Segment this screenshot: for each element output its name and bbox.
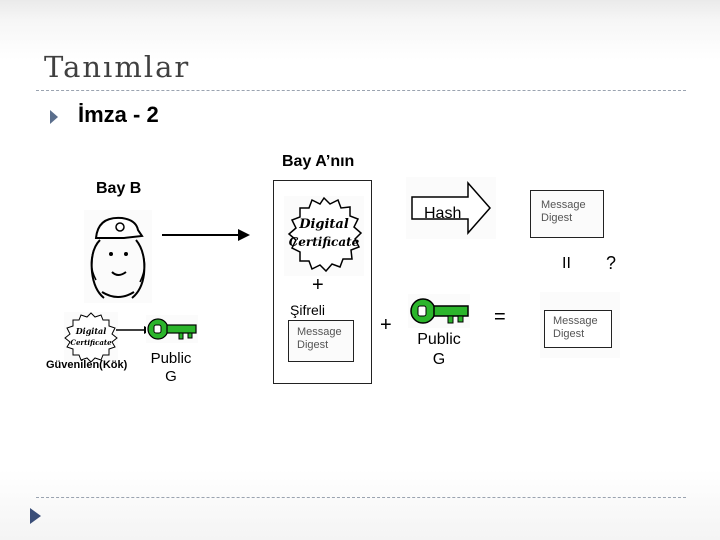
- message-digest-enc-label: Message Digest: [297, 326, 342, 351]
- title-divider: [36, 90, 686, 91]
- bullet-arrow-icon: [50, 110, 58, 124]
- plus-top-label: +: [312, 274, 324, 296]
- small-key-icon: [146, 315, 198, 343]
- small-certificate-line2: Certificate: [70, 338, 112, 347]
- equals-vertical-label: II: [562, 255, 571, 272]
- plus-mid-label: +: [380, 314, 392, 336]
- sifreli-label: Şifreli: [290, 302, 326, 318]
- bay-a-label: Bay A’nın: [282, 153, 355, 170]
- small-certificate-line1: Digital: [75, 326, 107, 336]
- public-mid-label: Public G: [417, 331, 461, 368]
- slide-title: Tanımlar: [44, 50, 191, 84]
- message-digest-top-box: Message Digest: [530, 190, 604, 238]
- hash-arrow-icon: [406, 177, 496, 239]
- nav-arrow-icon[interactable]: [30, 508, 41, 524]
- certificate-line2: Certificate: [289, 235, 360, 249]
- hash-label: Hash: [424, 205, 462, 222]
- guvenilen-label: Güvenilen(Kök): [46, 359, 128, 371]
- message-digest-result-area: Message Digest: [540, 292, 620, 358]
- question-label: ?: [606, 253, 617, 273]
- message-digest-result-box: Message Digest: [544, 310, 612, 348]
- certificate-line1: Digital: [298, 217, 349, 232]
- small-certificate-seal-icon: Digital Certificate: [64, 312, 118, 363]
- message-digest-top-label: Message Digest: [541, 199, 586, 224]
- equals-label: =: [494, 306, 506, 328]
- message-digest-enc-box: Message Digest: [288, 320, 354, 362]
- message-digest-result-label: Message Digest: [553, 315, 598, 340]
- long-arrow-icon: [162, 226, 250, 244]
- bay-b-label: Bay B: [96, 180, 142, 197]
- key-icon: [408, 294, 470, 328]
- person-icon: [84, 210, 152, 303]
- footer-divider: [36, 497, 686, 498]
- public-left-label: Public G: [150, 350, 192, 385]
- certificate-seal-icon: Digital Certificate: [284, 196, 364, 276]
- bay-a-frame: [273, 180, 372, 384]
- subtitle: İmza - 2: [78, 102, 159, 127]
